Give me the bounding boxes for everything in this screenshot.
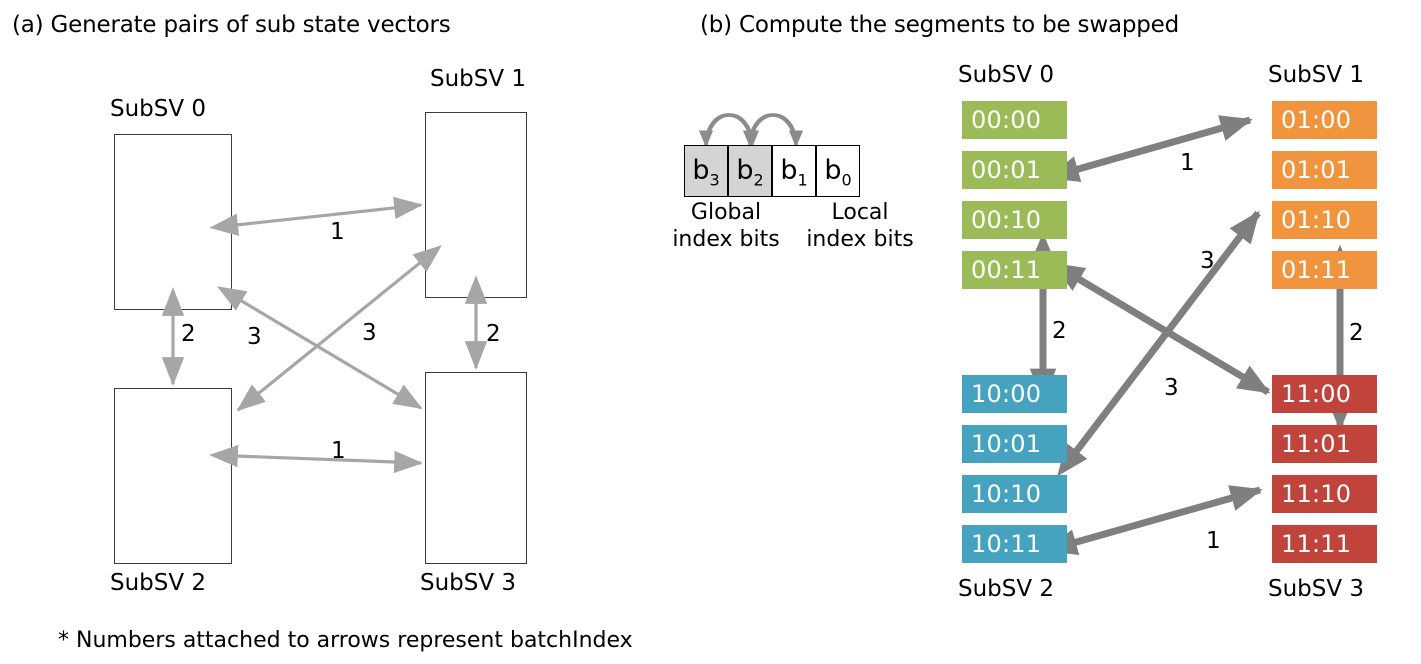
segment-00-11: 00:11 bbox=[962, 251, 1067, 289]
bit-box-b3: b3 bbox=[684, 145, 728, 197]
panel-a-title: (a) Generate pairs of sub state vectors bbox=[12, 12, 451, 38]
subsv2-label-b: SubSV 2 bbox=[958, 576, 1055, 602]
bit-sub-b1: 1 bbox=[797, 170, 808, 190]
global-index-bits-caption-line1: Global bbox=[690, 200, 762, 225]
segment-10-01: 10:01 bbox=[962, 425, 1067, 463]
subsv3-box-a bbox=[425, 372, 527, 564]
bit-label-b1: b bbox=[780, 155, 798, 186]
segment-01-10: 01:10 bbox=[1272, 201, 1377, 239]
arrow-label-b-1-top: 1 bbox=[1180, 150, 1195, 176]
subsv3-label-a: SubSV 3 bbox=[420, 570, 517, 596]
bit-label-b0: b bbox=[824, 155, 842, 186]
arrow-label-b-2-left: 2 bbox=[1052, 318, 1067, 344]
arrow-label-a-0-3: 3 bbox=[247, 324, 262, 350]
segment-11-10: 11:10 bbox=[1272, 475, 1377, 513]
arrow-a-0-3 bbox=[216, 286, 423, 410]
arrow-label-b-3-upper: 3 bbox=[1200, 248, 1215, 274]
subsv1-box-a bbox=[425, 112, 527, 298]
arrow-label-a-0-1: 1 bbox=[330, 219, 345, 245]
subsv0-label-b: SubSV 0 bbox=[958, 62, 1055, 88]
segment-11-01: 11:01 bbox=[1272, 425, 1377, 463]
footnote: * Numbers attached to arrows represent b… bbox=[58, 628, 633, 653]
bit-box-b0: b0 bbox=[816, 145, 860, 197]
subsv0-label-a: SubSV 0 bbox=[110, 96, 207, 122]
segment-11-00: 11:00 bbox=[1272, 375, 1377, 413]
local-index-bits-caption-line1: Local bbox=[831, 200, 889, 225]
segment-01-01: 01:01 bbox=[1272, 151, 1377, 189]
segment-10-10: 10:10 bbox=[962, 475, 1067, 513]
arrow-label-a-1-3: 2 bbox=[486, 321, 501, 347]
arrow-a-1-2 bbox=[236, 245, 442, 412]
global-index-bits-caption-line2: index bits bbox=[672, 227, 780, 252]
bit-label-b3: b bbox=[692, 155, 710, 186]
subsv2-label-a: SubSV 2 bbox=[110, 570, 207, 596]
bit-box-b2: b2 bbox=[728, 145, 772, 197]
arrow-b-1-top bbox=[1046, 115, 1253, 183]
segment-11-11: 11:11 bbox=[1272, 525, 1377, 563]
bit-sub-b3: 3 bbox=[709, 170, 720, 190]
segment-10-00: 10:00 bbox=[962, 375, 1067, 413]
arrow-label-a-0-2: 2 bbox=[181, 321, 196, 347]
subsv1-label-b: SubSV 1 bbox=[1268, 62, 1365, 88]
segment-00-00: 00:00 bbox=[962, 101, 1067, 139]
bit-sub-b2: 2 bbox=[753, 170, 764, 190]
segment-01-11: 01:11 bbox=[1272, 251, 1377, 289]
arrow-label-b-1-bottom: 1 bbox=[1206, 528, 1221, 554]
subsv0-box-a bbox=[114, 134, 232, 310]
local-index-bits-caption-line2: index bits bbox=[806, 227, 914, 252]
subsv1-label-a: SubSV 1 bbox=[430, 66, 527, 92]
arrow-b-1-bottom bbox=[1044, 485, 1263, 556]
arrow-label-a-2-3: 1 bbox=[331, 438, 346, 464]
arrow-label-b-2-right: 2 bbox=[1349, 320, 1364, 346]
segment-00-10: 00:10 bbox=[962, 201, 1067, 239]
arrow-label-b-3-lower: 3 bbox=[1164, 375, 1179, 401]
panel-b-title: (b) Compute the segments to be swapped bbox=[700, 12, 1179, 38]
segment-01-00: 01:00 bbox=[1272, 101, 1377, 139]
subsv2-box-a bbox=[114, 388, 232, 564]
segment-00-01: 00:01 bbox=[962, 151, 1067, 189]
bit-label-b2: b bbox=[736, 155, 754, 186]
arrow-label-a-1-2: 3 bbox=[362, 320, 377, 346]
subsv3-label-b: SubSV 3 bbox=[1268, 576, 1365, 602]
arrow-a-0-1 bbox=[209, 196, 423, 236]
bit-sub-b0: 0 bbox=[841, 170, 852, 190]
arrow-b-3-lower bbox=[1057, 210, 1261, 477]
bit-box-b1: b1 bbox=[772, 145, 816, 197]
arrow-a-2-3 bbox=[209, 444, 423, 474]
segment-10-11: 10:11 bbox=[962, 525, 1067, 563]
